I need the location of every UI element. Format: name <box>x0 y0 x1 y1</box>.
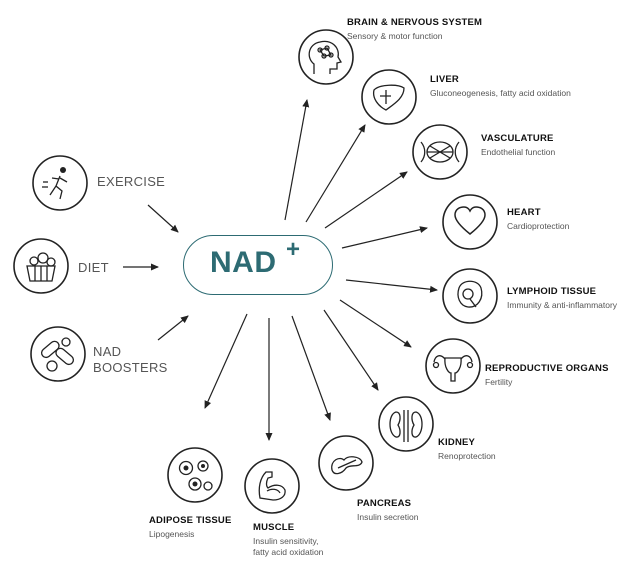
lymph-node-icon <box>442 268 498 324</box>
target-subtitle-pancreas: Insulin secretion <box>357 511 419 522</box>
input-label-boosters-line2: BOOSTERS <box>93 360 168 376</box>
uterus-icon <box>425 338 481 394</box>
target-label-kidney: KIDNEY Renoprotection <box>438 437 496 462</box>
target-subtitle-muscle-line2: fatty acid oxidation <box>253 546 324 557</box>
nad-center-label: NAD <box>210 246 277 279</box>
pills-icon <box>30 326 86 382</box>
kidney-icon <box>378 396 434 452</box>
target-title-kidney: KIDNEY <box>438 437 476 448</box>
target-subtitle-adipose: Lipogenesis <box>149 528 195 539</box>
target-label-muscle: MUSCLE Insulin sensitivity, fatty acid o… <box>253 522 323 557</box>
target-subtitle-vasculature: Endothelial function <box>481 146 556 157</box>
target-subtitle-muscle: Insulin sensitivity, fatty acid oxidatio… <box>253 536 323 557</box>
nad-center-box <box>183 235 333 295</box>
target-label-lymphoid: LYMPHOID TISSUE Immunity & anti-inflamma… <box>507 286 617 311</box>
target-label-reproductive: REPRODUCTIVE ORGANS Fertility <box>485 363 609 388</box>
target-title-lymphoid: LYMPHOID TISSUE <box>507 286 597 297</box>
heart-icon <box>442 194 498 250</box>
target-title-reproductive: REPRODUCTIVE ORGANS <box>485 363 609 374</box>
liver-icon <box>361 69 417 125</box>
fat-cells-icon <box>167 447 223 503</box>
target-label-vasculature: VASCULATURE Endothelial function <box>481 133 555 158</box>
pancreas-icon <box>318 435 374 491</box>
target-title-heart: HEART <box>507 207 541 218</box>
target-title-vasculature: VASCULATURE <box>481 133 554 144</box>
target-subtitle-muscle-line1: Insulin sensitivity, <box>253 535 319 546</box>
target-label-pancreas: PANCREAS Insulin secretion <box>357 498 418 523</box>
input-label-diet: DIET <box>78 260 109 275</box>
target-label-liver: LIVER Gluconeogenesis, fatty acid oxidat… <box>430 74 571 99</box>
input-label-boosters: NAD BOOSTERS <box>93 344 168 377</box>
target-title-liver: LIVER <box>430 74 459 85</box>
brain-head-icon <box>298 29 354 85</box>
target-label-heart: HEART Cardioprotection <box>507 207 569 232</box>
output-arrows <box>204 99 438 441</box>
target-label-adipose: ADIPOSE TISSUE Lipogenesis <box>149 515 232 540</box>
target-subtitle-brain: Sensory & motor function <box>347 30 443 41</box>
target-subtitle-lymphoid: Immunity & anti-inflammatory <box>507 299 618 310</box>
food-basket-icon <box>13 238 69 294</box>
running-person-icon <box>32 155 88 211</box>
target-subtitle-kidney: Renoprotection <box>438 450 496 461</box>
input-label-boosters-line1: NAD <box>93 344 122 359</box>
target-title-adipose: ADIPOSE TISSUE <box>149 515 232 526</box>
target-subtitle-heart: Cardioprotection <box>507 220 570 231</box>
target-subtitle-reproductive: Fertility <box>485 376 513 387</box>
target-title-muscle: MUSCLE <box>253 522 295 533</box>
nad-center-superscript: + <box>286 236 301 263</box>
target-subtitle-liver: Gluconeogenesis, fatty acid oxidation <box>430 87 571 98</box>
input-arrows <box>123 204 189 341</box>
target-label-brain: BRAIN & NERVOUS SYSTEM Sensory & motor f… <box>347 17 482 42</box>
blood-vessel-icon <box>412 124 468 180</box>
target-title-pancreas: PANCREAS <box>357 498 412 509</box>
target-title-brain: BRAIN & NERVOUS SYSTEM <box>347 17 483 28</box>
muscle-arm-icon <box>244 458 300 514</box>
input-label-exercise: EXERCISE <box>97 174 166 189</box>
